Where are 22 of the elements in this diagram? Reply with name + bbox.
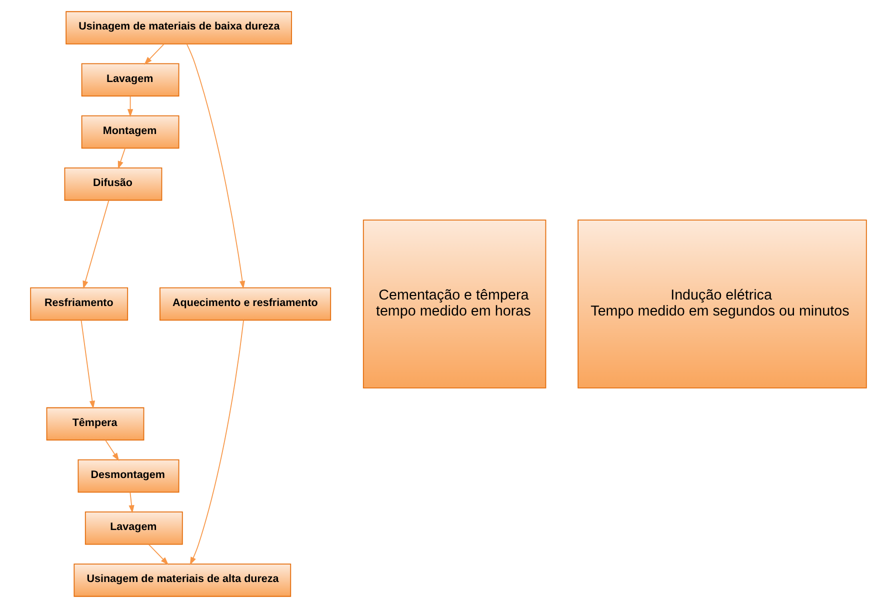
node-box: Montagem <box>80 115 179 149</box>
arrow <box>82 200 109 289</box>
node-box: Difusão <box>64 167 162 201</box>
arrow <box>189 320 244 566</box>
node-box: Indução elétrica Tempo medido em segundos ou minutos <box>577 220 866 388</box>
arrow <box>148 544 168 566</box>
arrow <box>144 44 164 65</box>
arrow <box>126 96 133 118</box>
arrow <box>186 44 245 289</box>
arrow <box>104 440 119 461</box>
arrow <box>80 320 95 409</box>
node-box: Usinagem de materiais de alta dureza <box>73 564 291 597</box>
node-box: Usinagem de materiais de baixa dureza <box>65 11 292 44</box>
node-box: Resfriamento <box>30 287 128 321</box>
node-box: Desmontagem <box>77 459 179 493</box>
arrow <box>128 492 134 514</box>
node-box: Cementação e têmpera tempo medido em horas <box>362 220 546 388</box>
arrow <box>117 148 126 170</box>
node-box: Têmpera <box>46 407 144 441</box>
node-box: Lavagem <box>80 63 179 96</box>
node-box: Aquecimento e resfriamento <box>159 287 331 321</box>
node-box: Lavagem <box>84 512 182 545</box>
